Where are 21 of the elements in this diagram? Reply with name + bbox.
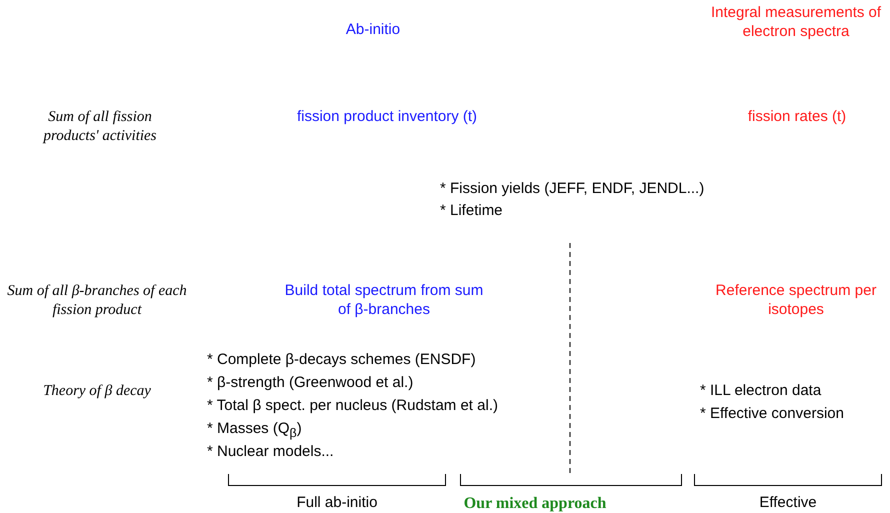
column-heading: Reference spectrum per isotopes [714,282,878,320]
list-item: * β-strength (Greenwood et al.) [207,374,414,393]
category-label: Full ab-initio [296,494,378,513]
column-heading: fission product inventory (t) [296,108,478,127]
list-item: * Nuclear models... [207,443,334,462]
list-item: * Complete β-decays schemes (ENSDF) [207,351,476,370]
list-item: * ILL electron data [700,382,822,401]
category-label: Effective [758,494,818,513]
list-item: * Effective conversion [700,405,844,424]
row-label: Sum of all fission products' activities [42,108,158,146]
list-item: * Fission yields (JEFF, ENDF, JENDL...) [440,180,704,199]
row-label: Sum of all β-branches of each fission product [6,282,188,320]
list-item: * Lifetime [440,202,503,221]
column-heading: Integral measurements of electron spectra [710,4,882,42]
category-label: Our mixed approach [462,494,608,513]
column-heading: Ab-initio [344,21,402,40]
column-heading: Build total spectrum from sum of β-branches [284,282,484,320]
row-label: Theory of β decay [42,382,152,401]
list-item: * Total β spect. per nucleus (Rudstam et al.) [207,397,498,416]
column-heading: fission rates (t) [746,108,848,127]
list-item: * Masses (Q$_{β}$) [207,420,302,442]
